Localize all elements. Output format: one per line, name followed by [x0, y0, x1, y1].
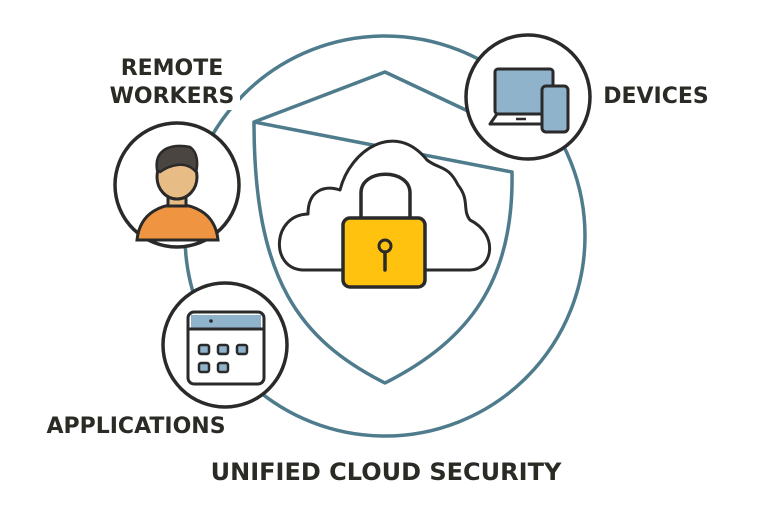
app-window-icon	[186, 310, 266, 386]
laptop-icon	[488, 67, 555, 126]
label-applications: APPLICATIONS	[46, 414, 225, 439]
applications-node	[161, 281, 289, 409]
label-devices: DEVICES	[603, 84, 709, 109]
remote-workers-node	[113, 121, 241, 249]
diagram-title: UNIFIED CLOUD SECURITY	[211, 458, 562, 486]
lock-icon	[341, 172, 427, 289]
person-icon	[135, 144, 220, 242]
devices-node	[464, 33, 592, 161]
cloud-icon	[278, 139, 491, 272]
label-remote-line1: REMOTE	[121, 56, 224, 81]
phone-icon	[540, 84, 570, 134]
label-remote-line2: WORKERS	[110, 84, 235, 109]
